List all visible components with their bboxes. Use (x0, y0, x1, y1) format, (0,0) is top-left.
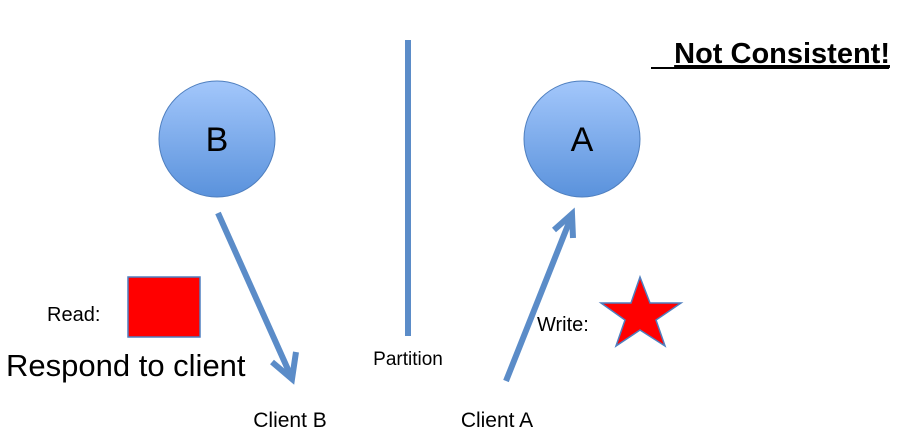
client-b-label: Client B (253, 409, 327, 432)
node-a: A (523, 80, 641, 198)
arrow-b-to-client (215, 211, 299, 385)
write-label: Write: (537, 314, 589, 336)
read-square (127, 276, 201, 338)
node-b-label: B (206, 121, 229, 159)
partition-label: Partition (373, 349, 443, 370)
node-a-label: A (571, 121, 594, 159)
read-label: Read: (47, 304, 100, 326)
title: Not Consistent! (674, 38, 890, 70)
node-b: B (158, 80, 276, 198)
client-a-label: Client A (461, 409, 533, 432)
respond-label: Respond to client (6, 348, 246, 383)
write-star (598, 274, 684, 348)
arrow-client-to-a (503, 207, 576, 383)
